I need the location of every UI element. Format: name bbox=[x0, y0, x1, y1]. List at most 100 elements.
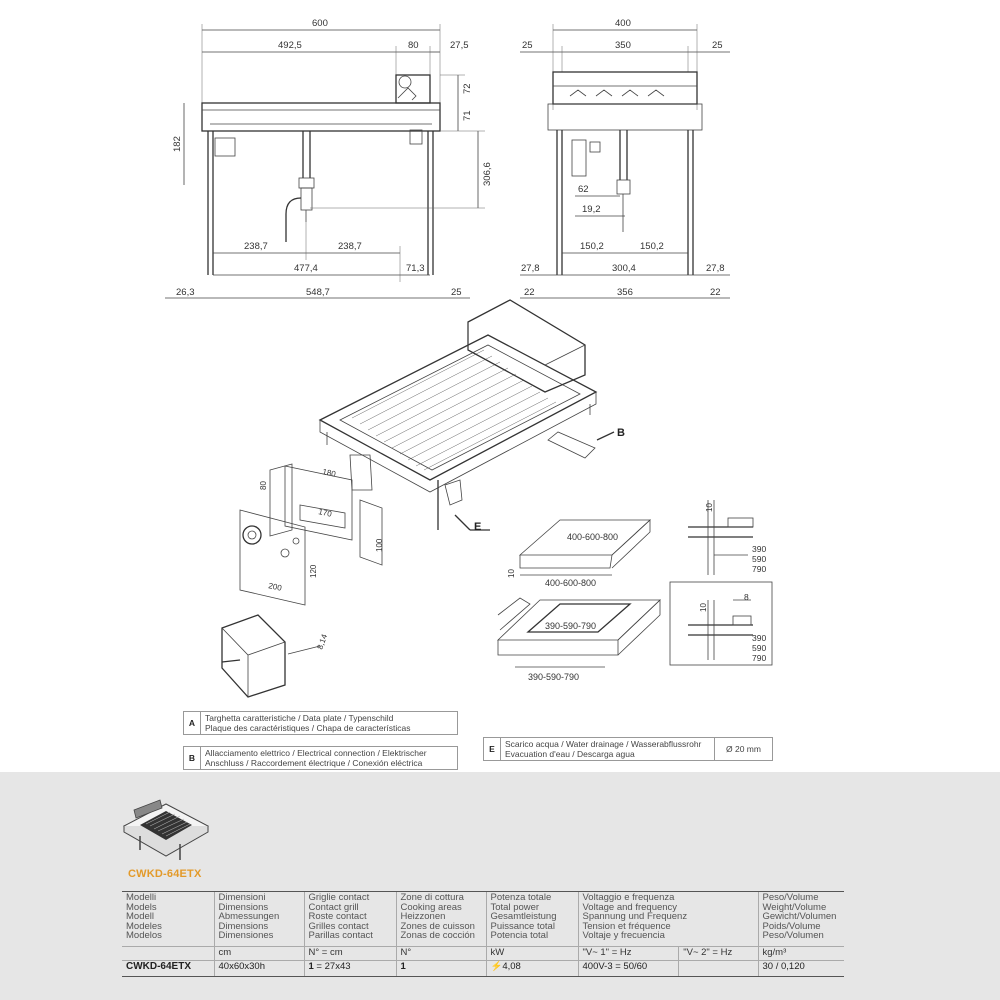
callout-e: E bbox=[474, 521, 481, 533]
value-voltage2 bbox=[678, 960, 758, 977]
legend-e-value: Ø 20 mm bbox=[714, 737, 773, 761]
value-model: CWKD-64ETX bbox=[122, 960, 214, 977]
legend-key-a: A bbox=[183, 711, 201, 735]
unit-dimensions: cm bbox=[213, 946, 304, 961]
panel-dim-200: 200 bbox=[268, 581, 283, 593]
legend-a-line1: Targhetta caratteristiche / Data plate /… bbox=[205, 713, 394, 723]
counter-base-label: 390-590-790 bbox=[528, 672, 579, 682]
legend-text-e: Scarico acqua / Water drainage / Wassera… bbox=[500, 737, 715, 761]
plate-dim-170: 170 bbox=[318, 507, 333, 519]
front-dim-238b: 238,7 bbox=[338, 241, 362, 252]
legend-b-line1: Allacciamento elettrico / Electrical con… bbox=[205, 748, 427, 758]
unit-grill: N° = cm bbox=[303, 946, 396, 961]
section1-size-390: 390 bbox=[752, 544, 766, 554]
plate-dim-180: 180 bbox=[322, 467, 337, 479]
value-weight: 30 / 0,120 bbox=[757, 960, 844, 977]
control-panel-drawing: 200 120 bbox=[239, 509, 318, 606]
value-grill: 1 = 27x43 bbox=[303, 960, 396, 977]
front-dim-72: 72 bbox=[462, 83, 473, 94]
value-power-text: 4,08 bbox=[502, 961, 521, 972]
section1-size-790: 790 bbox=[752, 564, 766, 574]
unit-weight: kg/m³ bbox=[757, 946, 844, 961]
front-dim-548: 548,7 bbox=[306, 287, 330, 298]
section1-size-590: 590 bbox=[752, 554, 766, 564]
value-zones: 1 bbox=[395, 960, 486, 977]
counter-height-label: 10 bbox=[507, 569, 516, 578]
plate-dim-100: 100 bbox=[375, 538, 384, 552]
legend-e-line1: Scarico acqua / Water drainage / Wassera… bbox=[505, 739, 702, 749]
counter-width-label: 400-600-800 bbox=[545, 578, 596, 588]
section2-size-790: 790 bbox=[752, 653, 766, 663]
callout-b: B bbox=[617, 427, 625, 439]
front-dim-27-5: 27,5 bbox=[450, 40, 469, 51]
section2-size-590: 590 bbox=[752, 643, 766, 653]
front-dim-182: 182 bbox=[172, 136, 183, 152]
spec-units-row: cm N° = cm N° kW "V~ 1" = Hz "V~ 2" = Hz… bbox=[122, 946, 844, 961]
unit-voltage2: "V~ 2" = Hz bbox=[678, 946, 758, 961]
front-dim-600: 600 bbox=[312, 18, 328, 29]
unit-zones: N° bbox=[395, 946, 486, 961]
junction-dim-814: 8,14 bbox=[315, 632, 329, 650]
side-dim-150b: 150,2 bbox=[640, 241, 664, 252]
technical-drawing: 600 492,5 80 27,5 182 72 71 bbox=[165, 18, 773, 698]
panel-dim-120: 120 bbox=[309, 564, 318, 578]
side-dim-19-2: 19,2 bbox=[582, 204, 601, 215]
countertop-drawing: 400-600-800 10 400-600-800 390-590-790 3… bbox=[497, 519, 661, 682]
section-detail-2: 10 8 390 590 790 bbox=[669, 581, 773, 666]
legend-row-a: A Targhetta caratteristiche / Data plate… bbox=[183, 711, 458, 735]
front-dim-26-3: 26,3 bbox=[176, 287, 195, 298]
side-dim-25a: 25 bbox=[522, 40, 533, 51]
front-dim-80: 80 bbox=[408, 40, 419, 51]
front-dim-306: 306,6 bbox=[482, 162, 493, 186]
value-power: ⚡4,08 bbox=[485, 960, 578, 977]
side-dim-27-8a: 27,8 bbox=[521, 263, 540, 274]
section2-width: 8 bbox=[744, 592, 749, 602]
side-dim-22b: 22 bbox=[710, 287, 721, 298]
lightning-icon: ⚡ bbox=[490, 961, 503, 972]
legend-table: A Targhetta caratteristiche / Data plate… bbox=[183, 711, 458, 770]
legend-key-b: B bbox=[183, 746, 201, 770]
section2-gap: 10 bbox=[699, 603, 708, 612]
section-detail-1: 10 390 590 790 bbox=[688, 500, 766, 575]
value-dimensions: 40x60x30h bbox=[213, 960, 304, 977]
product-thumbnail bbox=[122, 799, 210, 860]
legend-text-a: Targhetta caratteristiche / Data plate /… bbox=[200, 711, 458, 735]
spec-values-row: CWKD-64ETX 40x60x30h 1 = 27x43 1 ⚡4,08 4… bbox=[122, 960, 844, 977]
plate-dim-80: 80 bbox=[259, 481, 268, 490]
side-dim-22a: 22 bbox=[524, 287, 535, 298]
counter-cutout-label: 390-590-790 bbox=[545, 621, 596, 631]
legend-a-line2: Plaque des caractéristiques / Chapa de c… bbox=[205, 723, 411, 733]
legend-b-line2: Anschluss / Raccordement électrique / Co… bbox=[205, 758, 423, 768]
legend-water-table: E Scarico acqua / Water drainage / Wasse… bbox=[483, 737, 773, 761]
product-title: CWKD-64ETX bbox=[128, 868, 202, 880]
side-dim-27-8b: 27,8 bbox=[706, 263, 725, 274]
legend-key-e: E bbox=[483, 737, 501, 761]
unit-voltage1: "V~ 1" = Hz bbox=[577, 946, 679, 961]
data-plate-drawing: 180 80 170 100 bbox=[259, 463, 384, 566]
front-dim-71: 71 bbox=[462, 110, 473, 121]
side-dim-62: 62 bbox=[578, 184, 589, 195]
front-dim-492: 492,5 bbox=[278, 40, 302, 51]
front-dim-71-3: 71,3 bbox=[406, 263, 425, 274]
side-dim-300: 300,4 bbox=[612, 263, 636, 274]
side-dim-350: 350 bbox=[615, 40, 631, 51]
side-dim-150a: 150,2 bbox=[580, 241, 604, 252]
front-dim-477: 477,4 bbox=[294, 263, 318, 274]
unit-power: kW bbox=[485, 946, 578, 961]
value-voltage1: 400V-3 = 50/60 bbox=[577, 960, 679, 977]
side-view: 400 25 350 25 62 19,2 150,2 150,2 27,8 3… bbox=[520, 18, 730, 299]
value-grill-size: = 27x43 bbox=[313, 961, 351, 972]
side-dim-400: 400 bbox=[615, 18, 631, 29]
side-dim-25b: 25 bbox=[712, 40, 723, 51]
front-dim-25: 25 bbox=[451, 287, 462, 298]
section1-gap: 10 bbox=[705, 503, 714, 512]
junction-box-drawing: 8,14 bbox=[221, 614, 329, 698]
